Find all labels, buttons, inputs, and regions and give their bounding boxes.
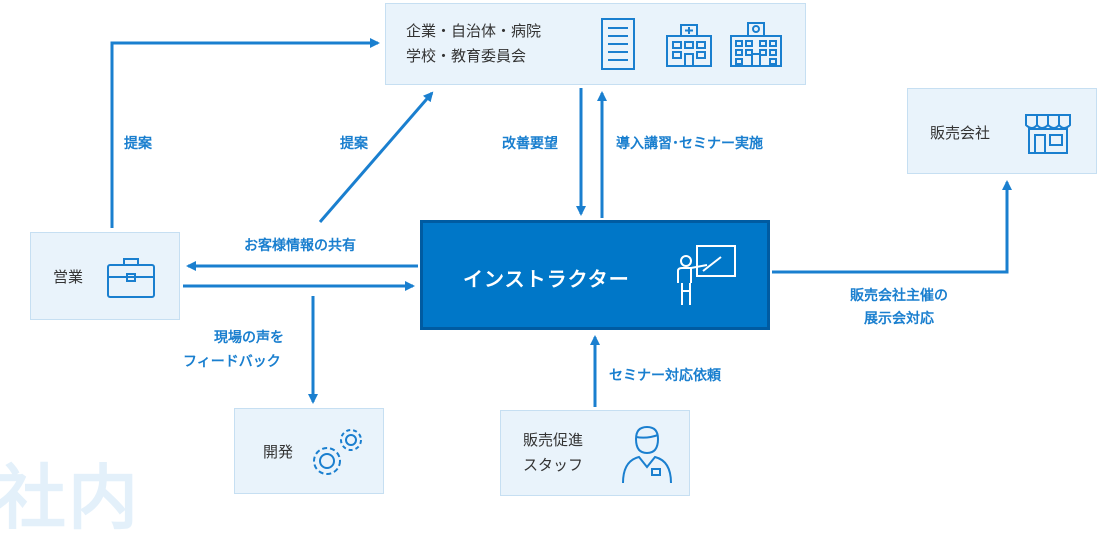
flow-label-voice-line2: フィードバック bbox=[183, 354, 281, 370]
development-label: 開発 bbox=[263, 443, 294, 461]
instructor-label: インストラクター bbox=[463, 267, 630, 291]
flow-label-reseller-line1: 販売会社主催の bbox=[850, 288, 948, 304]
flow-label-training: 導入講習･セミナー実施 bbox=[616, 136, 763, 152]
clients-box: 企業・自治体・病院 学校・教育委員会 bbox=[385, 3, 806, 85]
flow-label-seminar-request: セミナー対応依頼 bbox=[609, 368, 721, 384]
development-box: 開発 bbox=[234, 408, 384, 494]
arrow-instructor-to-reseller bbox=[772, 180, 1012, 274]
flow-label-reseller-line2: 展示会対応 bbox=[864, 311, 934, 327]
sales-label: 営業 bbox=[53, 268, 84, 286]
reseller-label: 販売会社 bbox=[930, 124, 991, 142]
staff-person-icon bbox=[619, 423, 675, 489]
school-icon bbox=[728, 20, 784, 72]
gears-icon bbox=[309, 425, 369, 483]
store-icon bbox=[1022, 111, 1074, 159]
presenter-icon bbox=[673, 243, 739, 313]
sales-box: 営業 bbox=[30, 232, 180, 320]
flow-label-share-info: お客様情報の共有 bbox=[244, 238, 356, 254]
arrow-sales-diagonal-to-clients bbox=[318, 91, 434, 223]
hospital-icon bbox=[664, 22, 714, 72]
clients-label-line1: 企業・自治体・病院 bbox=[406, 22, 542, 40]
instructor-box: インストラクター bbox=[420, 220, 770, 330]
flow-label-voice-line1: 現場の声を bbox=[214, 330, 284, 346]
reseller-box: 販売会社 bbox=[907, 88, 1097, 174]
clients-label-line2: 学校・教育委員会 bbox=[406, 47, 527, 65]
connector-lines bbox=[110, 38, 1012, 407]
arrow-sales-to-clients bbox=[110, 38, 380, 228]
promotion-staff-box: 販売促進 スタッフ bbox=[500, 410, 690, 496]
promotion-label-line1: 販売促進 bbox=[523, 431, 584, 449]
flow-label-improvement: 改善要望 bbox=[502, 136, 558, 152]
office-building-icon bbox=[598, 16, 638, 76]
briefcase-icon bbox=[105, 255, 157, 303]
watermark-label: 社内 bbox=[0, 457, 140, 539]
flow-label-proposal-left: 提案 bbox=[124, 136, 152, 152]
flow-label-proposal-diagonal: 提案 bbox=[340, 136, 368, 152]
promotion-label-line2: スタッフ bbox=[523, 456, 584, 474]
